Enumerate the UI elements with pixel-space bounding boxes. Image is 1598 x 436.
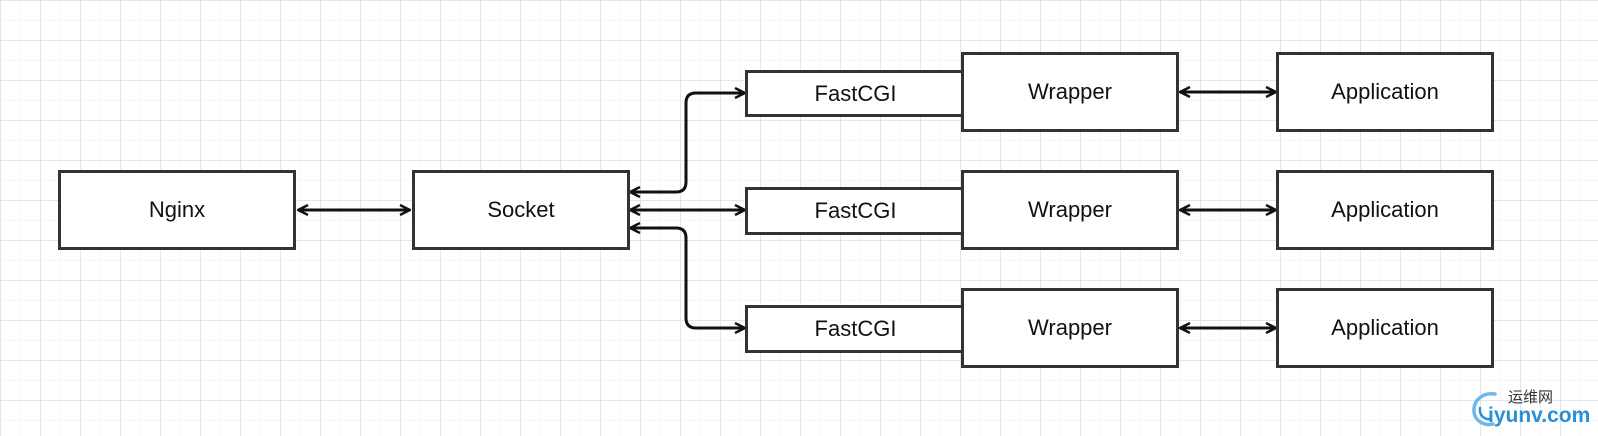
application-label: Application	[1331, 197, 1439, 222]
application-node-2: Application	[1276, 170, 1494, 250]
fastcgi-node-1: FastCGI	[745, 70, 966, 117]
watermark-site: iyunv.com	[1488, 404, 1591, 427]
application-label: Application	[1331, 79, 1439, 104]
fastcgi-label: FastCGI	[814, 198, 897, 223]
fastcgi-label: FastCGI	[814, 316, 897, 341]
wrapper-label: Wrapper	[1028, 79, 1112, 104]
nginx-label: Nginx	[148, 197, 206, 222]
application-node-1: Application	[1276, 52, 1494, 132]
socket-fastcgi-3-arrow	[630, 228, 745, 328]
watermark: 运维网 iyunv.com	[1468, 386, 1594, 432]
watermark-cn-text: 运维网	[1508, 388, 1554, 406]
wrapper-label: Wrapper	[1028, 315, 1112, 340]
socket-fastcgi-1-arrow	[630, 93, 745, 192]
wrapper-label: Wrapper	[1028, 197, 1112, 222]
wrapper-node-3: Wrapper	[961, 288, 1179, 368]
watermark-logo-icon	[1472, 392, 1497, 427]
fastcgi-label: FastCGI	[814, 80, 897, 106]
application-node-3: Application	[1276, 288, 1494, 368]
nginx-node: Nginx	[58, 170, 296, 250]
socket-node: Socket	[412, 170, 630, 250]
fastcgi-node-2: FastCGI	[745, 187, 966, 235]
wrapper-node-2: Wrapper	[961, 170, 1179, 250]
wrapper-node-1: Wrapper	[961, 52, 1179, 132]
socket-label: Socket	[487, 197, 555, 222]
application-label: Application	[1331, 315, 1439, 340]
fastcgi-node-3: FastCGI	[745, 305, 966, 353]
